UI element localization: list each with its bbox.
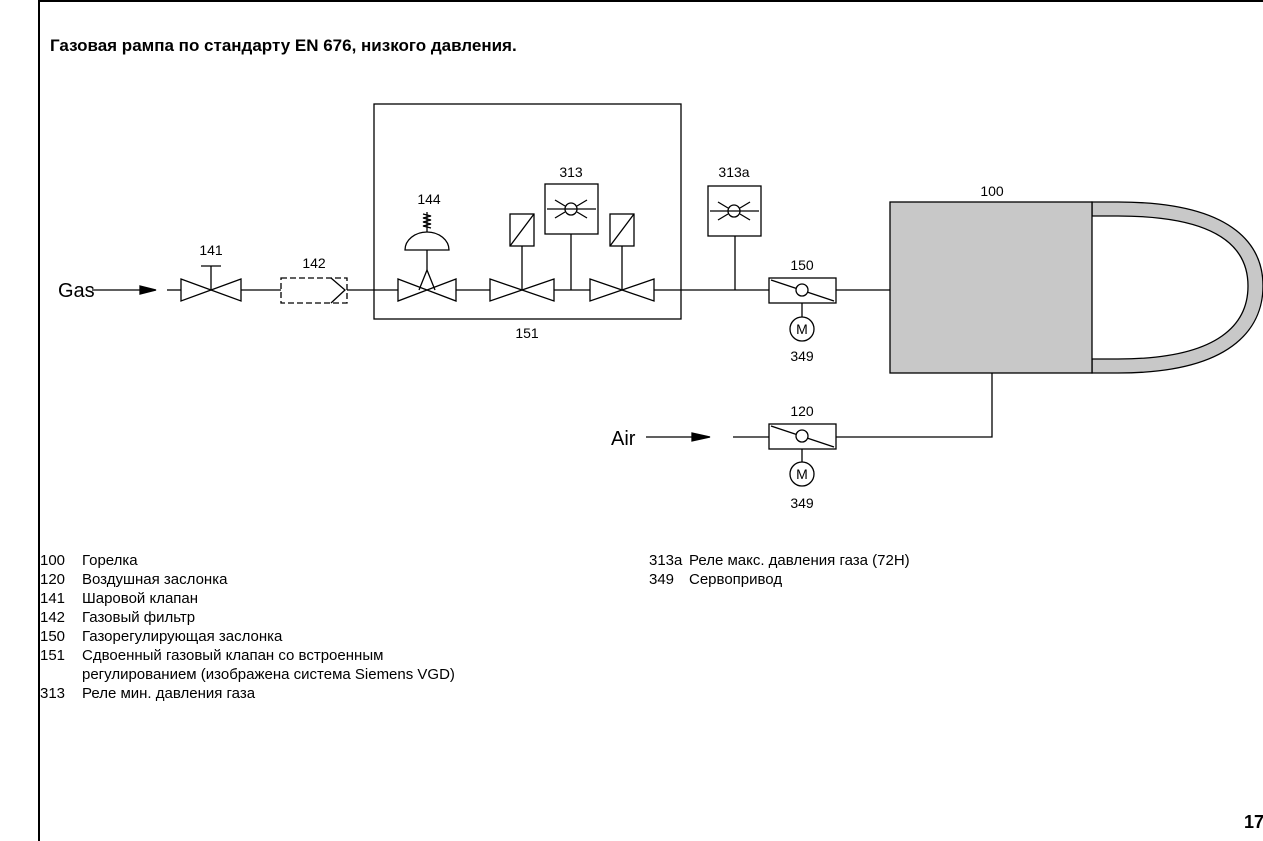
legend-text: Сдвоенный газовый клапан со встроенным xyxy=(82,647,384,664)
label-150: 150 xyxy=(790,257,814,273)
label-313a: 313a xyxy=(718,164,749,180)
regulator-valve-144-symbol xyxy=(397,212,457,302)
ball-valve-141-symbol xyxy=(180,265,242,302)
legend-left: 100 Горелка 120 Воздушная заслонка 141 Шаро… xyxy=(40,551,455,703)
legend-code: 313 xyxy=(40,685,66,702)
legend-text-continued: регулированием (изображена система Sieme… xyxy=(82,666,455,683)
legend-code: 150 xyxy=(40,628,66,645)
legend-item: 313 Реле мин. давления газа xyxy=(40,684,455,703)
legend-code: 100 xyxy=(40,552,66,569)
legend-item: 151 Сдвоенный газовый клапан со встроенны… xyxy=(40,646,455,665)
legend-item: 120 Воздушная заслонка xyxy=(40,570,455,589)
legend-code: 349 xyxy=(649,571,675,588)
label-349-top: 349 xyxy=(790,348,814,364)
label-120: 120 xyxy=(790,403,814,419)
legend-item: 141 Шаровой клапан xyxy=(40,589,455,608)
label-144: 144 xyxy=(417,191,441,207)
label-349-bottom: 349 xyxy=(790,495,814,511)
legend-text: Шаровой клапан xyxy=(82,590,199,607)
label-142: 142 xyxy=(302,255,326,271)
label-141: 141 xyxy=(199,242,223,258)
legend-text: Воздушная заслонка xyxy=(82,571,228,588)
legend-item: 142 Газовый фильтр xyxy=(40,608,455,627)
solenoid-valve-2-symbol xyxy=(589,213,655,302)
legend-right: 313a Реле макс. давления газа (72H) 349 Се… xyxy=(649,551,910,589)
legend-text: Горелка xyxy=(82,552,138,569)
air-arrow-head xyxy=(691,432,711,442)
pressure-switch-313-symbol xyxy=(544,183,599,290)
label-151: 151 xyxy=(515,325,539,341)
legend-text: Газорегулирующая заслонка xyxy=(82,628,283,645)
legend-code: 142 xyxy=(40,609,66,626)
legend-code: 141 xyxy=(40,590,66,607)
page-title: Газовая рампа по стандарту EN 676, низко… xyxy=(50,36,517,55)
label-313: 313 xyxy=(559,164,583,180)
motor-bottom-label: M xyxy=(796,466,808,482)
legend-item: 150 Газорегулирующая заслонка xyxy=(40,627,455,646)
legend-text: Газовый фильтр xyxy=(82,609,196,626)
pressure-switch-313a-symbol xyxy=(707,185,762,290)
legend-code: 313a xyxy=(649,552,683,569)
air-line-120-burner xyxy=(836,373,993,438)
legend-item: 313a Реле макс. давления газа (72H) xyxy=(649,551,910,570)
page-number: 17 xyxy=(1244,812,1263,832)
gas-arrow-head xyxy=(139,285,157,295)
legend-code: 120 xyxy=(40,571,66,588)
legend-item: 100 Горелка xyxy=(40,551,455,570)
legend-text: Сервопривод xyxy=(689,571,783,588)
page-frame xyxy=(38,0,1263,841)
air-input-label: Air xyxy=(611,428,636,450)
legend-text: Реле макс. давления газа (72H) xyxy=(689,552,910,569)
gas-filter-142-symbol xyxy=(280,277,348,304)
gas-damper-150-symbol xyxy=(768,277,837,342)
legend-code: 151 xyxy=(40,647,66,664)
gas-input-label: Gas xyxy=(58,280,95,302)
burner-100-symbol xyxy=(889,201,1263,374)
legend-item: 349 Сервопривод xyxy=(649,570,910,589)
label-100: 100 xyxy=(980,183,1004,199)
motor-top-label: M xyxy=(796,321,808,337)
double-valve-151-box xyxy=(373,103,682,320)
legend-text: Реле мин. давления газа xyxy=(82,685,256,702)
